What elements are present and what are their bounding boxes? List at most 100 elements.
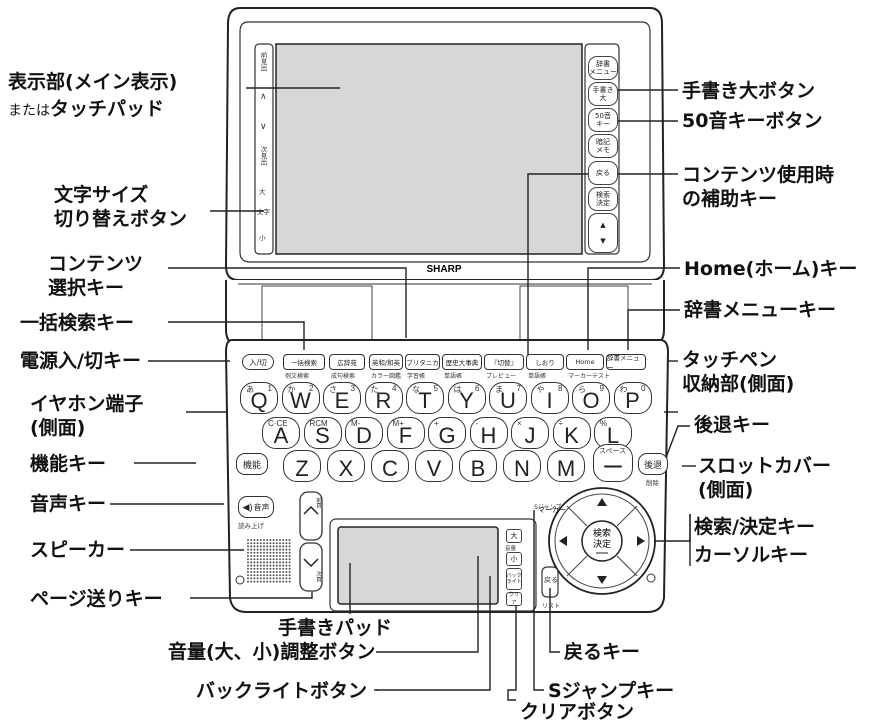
next-heading-label[interactable]: 次見出 bbox=[259, 146, 267, 166]
sjump-label: Sジャンプ bbox=[534, 504, 562, 511]
side-dict-menu-button[interactable]: 辞書 メニュー bbox=[588, 56, 618, 80]
key-b[interactable]: B bbox=[459, 450, 497, 482]
side-memo-button[interactable]: 暗記 メモ bbox=[588, 134, 618, 158]
volume-large-button[interactable]: 大 bbox=[506, 529, 522, 543]
side-return-button[interactable]: 戻る bbox=[588, 161, 618, 185]
key-x[interactable]: X bbox=[327, 450, 365, 482]
side-handwrite-large-button[interactable]: 手書き 大 bbox=[588, 82, 618, 106]
callout-dict-menu: 辞書メニューキー bbox=[684, 299, 837, 321]
content-key-0[interactable]: 一括検索 bbox=[283, 354, 325, 370]
brand-logo: SHARP bbox=[426, 264, 461, 275]
side-scroll-button[interactable]: ▲ ▼ bbox=[588, 213, 618, 253]
key-l[interactable]: %L bbox=[594, 417, 632, 449]
left-side-strip bbox=[254, 43, 274, 255]
font-large-label[interactable]: 大 bbox=[259, 188, 266, 196]
content-key-7[interactable]: Home bbox=[566, 354, 604, 370]
content-key-3[interactable]: ブリタニカ bbox=[405, 354, 440, 370]
backspace-key[interactable]: 後退 bbox=[638, 453, 668, 475]
content-key-sublabel-3: 学習帳 bbox=[407, 373, 426, 380]
content-key-5[interactable]: 『切替』 bbox=[484, 354, 524, 370]
cursor-down-icon[interactable] bbox=[597, 576, 607, 584]
volume-label: 音量 bbox=[505, 546, 517, 552]
content-key-sublabel-2: カラー図鑑 bbox=[371, 373, 402, 380]
content-key-4[interactable]: 歴史大事典 bbox=[442, 354, 482, 370]
backlight-button[interactable]: バック ライト bbox=[506, 568, 522, 590]
key-m[interactable]: M bbox=[547, 450, 585, 482]
callout-slot-1: スロットカバー bbox=[698, 455, 832, 477]
clear-button[interactable]: クリア bbox=[506, 592, 522, 606]
prev-heading-label[interactable]: 前見出 bbox=[259, 52, 267, 72]
search-enter-key[interactable] bbox=[581, 520, 623, 562]
up-arrow-label[interactable]: ∧ bbox=[260, 92, 267, 102]
callout-bulk-search: 一括検索キー bbox=[20, 312, 135, 334]
function-key[interactable]: 機能 bbox=[236, 453, 268, 475]
key-g[interactable]: +G bbox=[428, 417, 466, 449]
side-search-button[interactable]: 検索 決定 bbox=[588, 187, 618, 211]
cursor-right-icon[interactable] bbox=[637, 536, 645, 546]
volume-small-button[interactable]: 小 bbox=[506, 552, 522, 566]
space-key[interactable]: スペース ー bbox=[593, 444, 633, 482]
delete-sublabel: 削除 bbox=[646, 479, 659, 487]
callout-handwrite-large: 手書き大ボタン bbox=[682, 80, 816, 102]
down-arrow-label[interactable]: ∨ bbox=[260, 122, 267, 132]
main-display[interactable] bbox=[275, 43, 583, 255]
key-d[interactable]: M-D bbox=[345, 417, 383, 449]
page-up-key[interactable] bbox=[299, 491, 323, 541]
content-key-sublabel-7: マーカーテスト bbox=[568, 373, 611, 380]
key-j[interactable]: ×J bbox=[511, 417, 549, 449]
font-small-label[interactable]: 小 bbox=[259, 234, 266, 242]
power-key[interactable]: 入/切 bbox=[242, 354, 274, 370]
key-v[interactable]: V bbox=[415, 450, 453, 482]
handwriting-pad[interactable] bbox=[337, 526, 499, 605]
key-h[interactable]: -H bbox=[469, 417, 508, 449]
callout-display: 表示部(メイン表示) bbox=[8, 71, 178, 93]
callout-handwrite-pad: 手書きパッド bbox=[278, 617, 393, 639]
return-key-label: 戻る bbox=[544, 576, 558, 584]
key-k[interactable]: ÷K bbox=[552, 417, 591, 449]
content-key-2[interactable]: 英和/和英 bbox=[369, 354, 403, 370]
callout-earphone-2: (側面) bbox=[30, 417, 86, 439]
callout-speaker: スピーカー bbox=[30, 539, 126, 561]
callout-backlight: バックライトボタン bbox=[196, 680, 368, 702]
callout-search-2: カーソルキー bbox=[694, 544, 809, 566]
cursor-left-icon[interactable] bbox=[559, 536, 567, 546]
key-c[interactable]: C bbox=[371, 450, 409, 482]
callout-sjump: Sジャンプキー bbox=[548, 680, 675, 702]
side-50sound-button[interactable]: 50音 キー bbox=[588, 108, 618, 132]
key-z[interactable]: Z bbox=[283, 450, 321, 482]
content-key-6[interactable]: しおり bbox=[526, 354, 564, 370]
callout-display-sub: またはタッチパッド bbox=[8, 98, 165, 120]
callout-slot-2: (側面) bbox=[698, 479, 754, 501]
content-key-sublabel-1: 成句検索 bbox=[331, 373, 356, 380]
key-n[interactable]: N bbox=[503, 450, 541, 482]
key-f[interactable]: M+F bbox=[386, 417, 425, 449]
callout-volume: 音量(大、小)調整ボタン bbox=[168, 641, 376, 663]
callout-function: 機能キー bbox=[30, 453, 107, 475]
callout-font-size-2: 切り替えボタン bbox=[54, 208, 188, 230]
page-up-icon bbox=[303, 505, 319, 515]
content-key-sublabel-5: プレビュー bbox=[486, 373, 517, 380]
content-key-1[interactable]: 広辞苑 bbox=[329, 354, 365, 370]
voice-key[interactable]: ◀) 音声 bbox=[238, 496, 274, 518]
callout-pen-1: タッチペン bbox=[682, 349, 778, 371]
content-key-8[interactable]: 辞書メニュー bbox=[606, 354, 646, 372]
list-label: リスト bbox=[542, 603, 561, 610]
cursor-up-icon[interactable] bbox=[597, 498, 607, 506]
callout-power: 電源入/切キー bbox=[20, 350, 141, 372]
callout-backspace: 後退キー bbox=[694, 414, 771, 436]
speaker-grille bbox=[247, 539, 291, 583]
callout-clear: クリアボタン bbox=[520, 701, 635, 723]
callout-fifty-sound: 50音キーボタン bbox=[682, 110, 823, 132]
